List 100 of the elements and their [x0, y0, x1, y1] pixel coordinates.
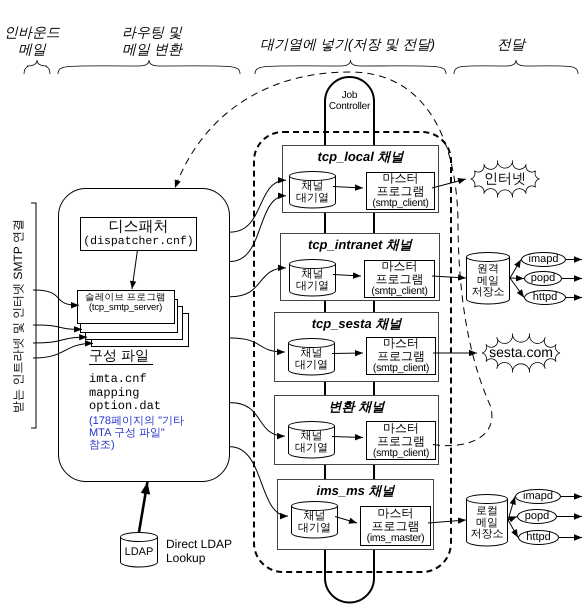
node-label: 마스터 프로그램 — [376, 172, 424, 198]
arrow — [432, 178, 466, 188]
arrow — [558, 534, 582, 541]
channel-box — [280, 233, 440, 301]
arrow — [332, 350, 364, 356]
stage-heading: 라우팅 및 메일 변환 — [121, 24, 184, 58]
arrow — [230, 337, 286, 355]
channel-box — [282, 145, 439, 213]
stage-heading: 대기열에 넣기(저장 및 전달) — [259, 36, 436, 53]
node-label: imapd — [523, 490, 553, 503]
node-label: 디스패처 — [108, 219, 168, 236]
channel-box — [274, 395, 439, 465]
arrow — [230, 178, 286, 233]
arrow — [566, 256, 582, 263]
arrow — [432, 350, 478, 356]
arrow — [562, 275, 582, 282]
database-cylinder — [466, 252, 510, 304]
node-label: (dispatcher.cnf) — [83, 236, 194, 249]
node-label: 채널 대기열 — [294, 431, 329, 455]
channel-box — [274, 312, 439, 382]
node-label: 원격 메일 저장소 — [470, 264, 506, 299]
job-controller-loop — [324, 76, 375, 128]
arrow — [566, 294, 582, 301]
arrow — [332, 272, 362, 279]
arrow — [432, 274, 466, 281]
stage-heading: 전달 — [496, 36, 528, 53]
node-label: 채널 대기열 — [295, 269, 330, 293]
rounded-panel — [58, 188, 230, 482]
arrow — [230, 446, 288, 518]
database-cylinder — [120, 532, 158, 567]
node-label: (smtp_client) — [372, 448, 430, 460]
file-name: option.dat — [89, 400, 162, 413]
node-label: popd — [524, 510, 550, 523]
arrow — [130, 250, 138, 290]
dashed-region — [253, 131, 452, 573]
stacked-program-boxes — [77, 290, 189, 346]
node-label: httpd — [532, 291, 558, 304]
file-name: mapping — [89, 386, 140, 400]
database-cylinder — [466, 494, 508, 546]
service-ellipse — [515, 489, 561, 504]
arrow — [332, 434, 364, 440]
arrow — [332, 184, 364, 191]
node-label: (smtp_client) — [372, 363, 430, 375]
arrow — [428, 517, 466, 524]
node-label: 로컬 메일 저장소 — [470, 506, 504, 541]
channel-title: 변환 채널 — [328, 400, 384, 414]
service-ellipse — [518, 530, 559, 545]
node-label: 마스터 프로그램 — [376, 260, 424, 286]
node-label: (ims_master) — [366, 533, 424, 545]
service-ellipse — [517, 509, 557, 524]
node-label: (smtp_client) — [371, 286, 428, 298]
channel-title: tcp_intranet 채널 — [308, 238, 412, 252]
node-label: popd — [530, 272, 556, 285]
node-label: 인터넷 — [484, 171, 526, 187]
arrow — [32, 290, 80, 308]
channel-title: ims_ms 채널 — [316, 484, 395, 498]
database-cylinder — [288, 421, 335, 458]
node-label: httpd — [526, 531, 551, 544]
side-label: Direct LDAP Lookup — [166, 538, 233, 566]
file-name: imta.cnf — [89, 373, 148, 387]
node-label: (tcp_smtp_server) — [88, 303, 164, 314]
side-label: 받는 인트라넷 및 인터넷 SMTP 연결 — [10, 219, 26, 413]
program-box — [366, 421, 436, 460]
arrow — [510, 278, 524, 298]
channel-title: tcp_local 채널 — [318, 150, 404, 164]
arrow — [508, 496, 516, 520]
database-cylinder — [289, 259, 336, 296]
channel-title: tcp_sesta 채널 — [312, 317, 402, 332]
dashed-arrow — [174, 72, 492, 446]
channel-box — [277, 479, 434, 550]
program-box — [364, 260, 435, 298]
controller-label: Job Controller — [328, 90, 372, 112]
arrow — [334, 516, 358, 524]
node-label: 마스터 프로그램 — [371, 507, 420, 534]
arrow — [508, 516, 518, 522]
arrow — [510, 259, 522, 278]
arrow — [32, 334, 88, 344]
reference-note: (178페이지의 "기타 MTA 구성 파일" 참조) — [89, 414, 185, 452]
node-label: 채널 대기열 — [295, 181, 330, 205]
node-label: 슬레이브 프로그램 — [84, 293, 167, 303]
node-label: 마스터 프로그램 — [376, 422, 426, 448]
node-label: LDAP — [124, 547, 154, 559]
program-box — [366, 172, 435, 210]
arrow — [32, 340, 94, 358]
node-label: (smtp_client) — [372, 198, 429, 210]
node-label: 채널 대기열 — [297, 511, 332, 535]
node-label: 채널 대기열 — [294, 348, 329, 372]
arrow — [138, 482, 150, 532]
service-ellipse — [524, 271, 562, 286]
node-label: imapd — [528, 253, 558, 266]
arrow — [510, 275, 524, 282]
service-ellipse — [524, 290, 566, 305]
arrow — [556, 513, 582, 520]
arrow — [32, 324, 83, 332]
arrow — [230, 265, 286, 298]
arrow — [560, 493, 582, 500]
arrow — [230, 194, 286, 262]
database-cylinder — [291, 501, 338, 538]
section-heading: 구성 파일 — [89, 348, 153, 366]
program-box — [366, 337, 436, 375]
